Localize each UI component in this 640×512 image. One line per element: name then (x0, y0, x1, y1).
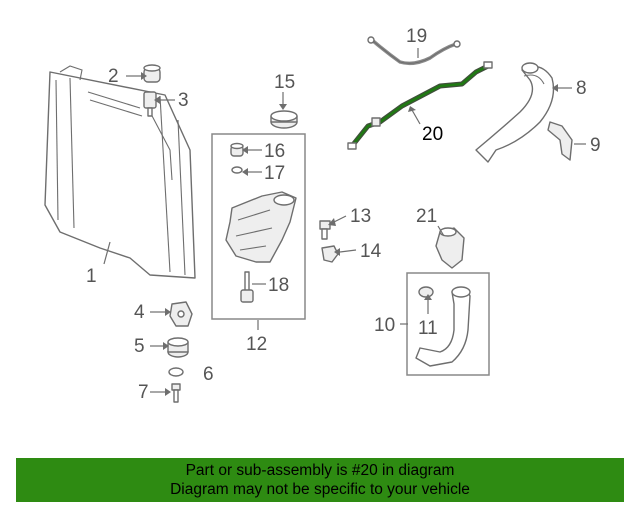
banner-line-1: Part or sub-assembly is #20 in diagram (185, 462, 455, 479)
callout-11: 11 (418, 318, 438, 339)
callout-15: 15 (274, 72, 295, 93)
seal-17-part[interactable] (231, 166, 243, 174)
callout-17: 17 (264, 163, 285, 184)
reservoir-assembly-box (211, 133, 306, 320)
coolant-tube-20-part[interactable] (347, 61, 493, 150)
reservoir-cap-part[interactable] (270, 110, 298, 129)
callout-8: 8 (576, 78, 587, 99)
callout-14: 14 (360, 241, 382, 262)
bushing-part[interactable] (167, 337, 189, 358)
cap-16-part[interactable] (230, 142, 244, 157)
level-sensor-part[interactable] (240, 271, 254, 303)
callout-6: 6 (203, 364, 214, 385)
bolt-part[interactable] (171, 383, 181, 403)
callout-21: 21 (416, 206, 437, 227)
bolt-13-part[interactable] (319, 220, 331, 240)
radiator-cap-part[interactable] (143, 64, 161, 83)
clip-14-part[interactable] (321, 245, 339, 263)
callout-2: 2 (108, 66, 119, 87)
bracket-9-part[interactable] (547, 121, 573, 161)
hose-19-part[interactable] (367, 36, 461, 66)
callout-4: 4 (134, 302, 145, 323)
hose-8-part[interactable] (475, 62, 555, 163)
mount-bracket-part[interactable] (169, 301, 193, 327)
parts-diagram: 1 2 3 4 5 6 7 8 9 10 11 12 13 14 15 16 1… (44, 26, 601, 403)
callout-16: 16 (264, 141, 285, 162)
callout-5: 5 (134, 336, 145, 357)
clamp-11-part[interactable] (418, 286, 434, 298)
leader-lines (103, 48, 586, 396)
hose-assembly-10-part[interactable] (415, 286, 471, 367)
radiator-part[interactable] (44, 65, 196, 279)
coolant-outlet-21-part[interactable] (435, 227, 465, 269)
banner-line-2: Diagram may not be specific to your vehi… (170, 481, 470, 498)
o-ring-part[interactable] (168, 367, 184, 377)
callout-10: 10 (374, 315, 395, 336)
callout-20: 20 (422, 124, 443, 145)
callout-19: 19 (406, 26, 427, 47)
callout-7: 7 (138, 382, 149, 403)
callout-13: 13 (350, 206, 371, 227)
callout-18: 18 (268, 275, 289, 296)
callout-1: 1 (86, 266, 97, 287)
coolant-reservoir-part[interactable] (225, 191, 297, 263)
info-banner: Part or sub-assembly is #20 in diagram D… (16, 458, 624, 502)
callout-12: 12 (246, 334, 267, 355)
callout-3: 3 (178, 90, 189, 111)
callout-9: 9 (590, 135, 601, 156)
